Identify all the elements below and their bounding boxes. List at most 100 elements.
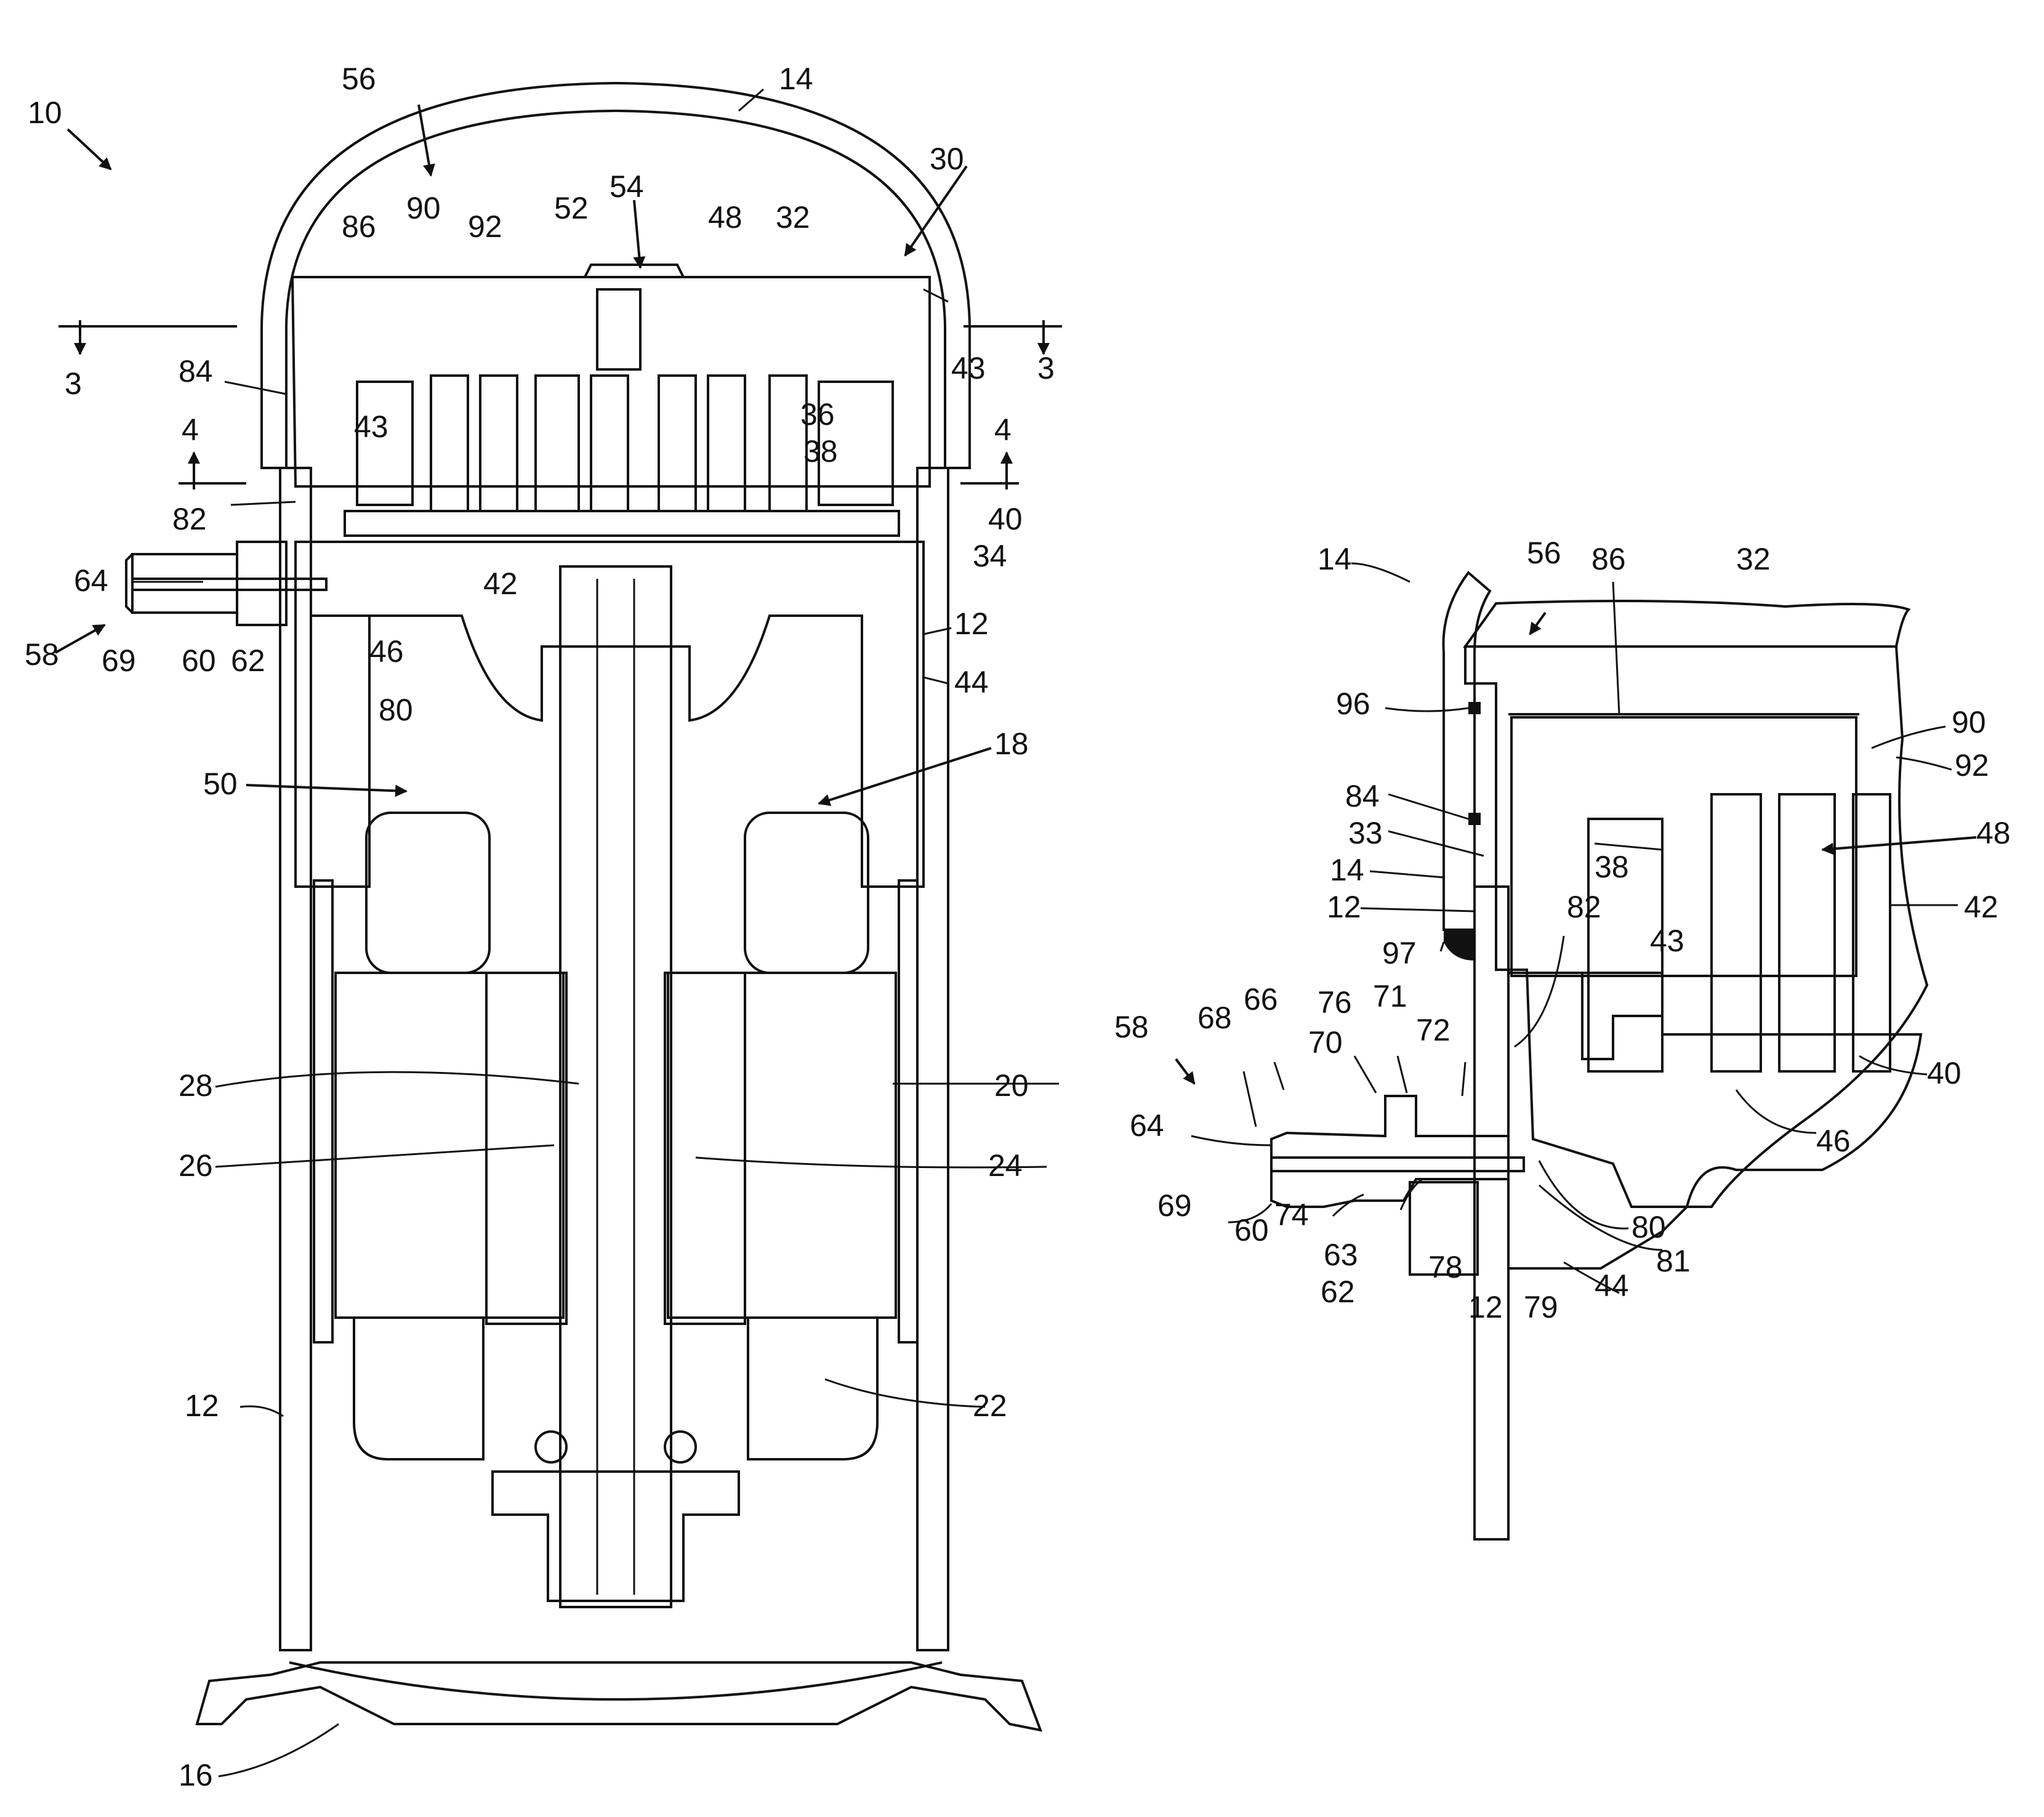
discharge-passage — [597, 289, 640, 369]
detail-fitting-body — [1271, 1096, 1508, 1207]
ref-48: 48 — [708, 200, 742, 235]
d-ref-72: 72 — [1416, 1013, 1451, 1047]
lower-bearing — [493, 1472, 739, 1601]
ref-43-left: 43 — [354, 409, 388, 444]
ref-54: 54 — [610, 169, 644, 204]
ref-20: 20 — [994, 1068, 1029, 1103]
detail-bearing-housing — [1508, 973, 1921, 1268]
d-ref-43: 43 — [1650, 924, 1684, 958]
ref-92: 92 — [468, 209, 502, 244]
ref-10: 10 — [28, 95, 62, 130]
base — [197, 1662, 1040, 1730]
ref-69: 69 — [102, 643, 136, 678]
d-ref-97: 97 — [1382, 936, 1417, 970]
d-ref-14: 14 — [1318, 542, 1352, 576]
lower-windings — [354, 1318, 877, 1459]
d-ref-80: 80 — [1632, 1210, 1666, 1244]
ref-30: 30 — [930, 142, 964, 176]
d-ref-92: 92 — [1955, 748, 1989, 783]
d-ref-64: 64 — [1130, 1108, 1164, 1143]
discharge-valve — [585, 265, 683, 277]
d-ref-48: 48 — [1976, 816, 2011, 850]
section-4-right: 4 — [994, 413, 1012, 447]
ref-40: 40 — [988, 502, 1023, 536]
detail-seal-84 — [1468, 813, 1481, 825]
d-ref-96: 96 — [1336, 687, 1370, 721]
ref-36: 36 — [800, 397, 835, 432]
ref-18: 18 — [994, 727, 1029, 761]
d-ref-38: 38 — [1595, 850, 1629, 884]
d-ref-90: 90 — [1952, 705, 1986, 739]
ref-80: 80 — [379, 693, 413, 727]
detail-shell — [1475, 887, 1508, 1539]
ref-46: 46 — [369, 634, 404, 669]
ref-24: 24 — [988, 1148, 1023, 1183]
orbiting-end-plate — [345, 511, 899, 536]
main-figure: 10 14 56 30 54 52 48 32 90 92 86 3 3 84 … — [25, 62, 1062, 1792]
d-ref-12: 12 — [1327, 890, 1361, 924]
ref-14: 14 — [779, 62, 813, 96]
section-lines — [58, 320, 1062, 490]
ref-43-right: 43 — [951, 351, 986, 385]
upper-windings — [366, 813, 868, 973]
ref-86: 86 — [342, 209, 376, 244]
ref-26: 26 — [179, 1148, 213, 1183]
d-ref-58: 58 — [1114, 1010, 1149, 1044]
d-ref-33: 33 — [1348, 816, 1383, 850]
stator — [336, 973, 896, 1318]
d-ref-12b: 12 — [1468, 1290, 1503, 1324]
d-ref-63: 63 — [1324, 1238, 1358, 1272]
detail-non-orbiting-scroll — [1465, 601, 1927, 1207]
d-ref-42: 42 — [1964, 890, 1998, 924]
d-ref-84: 84 — [1345, 779, 1380, 813]
detail-passage-64 — [1271, 1158, 1524, 1171]
section-3-right: 3 — [1037, 351, 1055, 385]
bolt-right — [899, 880, 917, 1342]
d-ref-40: 40 — [1927, 1056, 1962, 1090]
d-ref-68: 68 — [1197, 1001, 1232, 1035]
section-3-left: 3 — [65, 366, 82, 401]
d-ref-86: 86 — [1591, 542, 1626, 576]
ref-50: 50 — [203, 767, 238, 801]
ref-22: 22 — [973, 1388, 1007, 1423]
ref-12-top: 12 — [954, 606, 989, 641]
ref-84: 84 — [179, 354, 213, 389]
d-ref-44: 44 — [1595, 1268, 1629, 1303]
d-ref-76: 76 — [1318, 985, 1352, 1020]
d-ref-78: 78 — [1428, 1250, 1463, 1284]
d-ref-32: 32 — [1736, 542, 1771, 576]
d-ref-62: 62 — [1321, 1275, 1355, 1309]
ref-56: 56 — [342, 62, 376, 96]
ref-58: 58 — [25, 637, 59, 672]
ref-60: 60 — [182, 643, 216, 678]
d-ref-81: 81 — [1656, 1244, 1691, 1278]
ref-82: 82 — [172, 502, 207, 536]
rotor — [486, 973, 745, 1324]
housing-left-leg — [311, 616, 369, 887]
d-ref-14b: 14 — [1330, 853, 1364, 887]
bolt-left — [314, 880, 332, 1342]
detail-seal-96 — [1468, 702, 1481, 714]
ref-38: 38 — [803, 434, 838, 469]
d-ref-56: 56 — [1527, 536, 1561, 570]
ref-62: 62 — [231, 643, 265, 678]
ref-44: 44 — [954, 665, 989, 699]
detail-figure: 14 56 86 32 96 90 92 84 48 33 38 14 42 1… — [1114, 536, 2011, 1539]
d-ref-82: 82 — [1567, 890, 1601, 924]
d-ref-71: 71 — [1373, 979, 1407, 1013]
ref-12-bottom: 12 — [185, 1388, 219, 1423]
d-ref-74: 74 — [1274, 1198, 1309, 1232]
ref-28: 28 — [179, 1068, 213, 1103]
d-ref-60: 60 — [1234, 1213, 1269, 1247]
crankshaft — [560, 566, 671, 1607]
ref-16: 16 — [179, 1758, 213, 1792]
d-ref-69: 69 — [1157, 1188, 1192, 1223]
d-ref-79: 79 — [1524, 1290, 1558, 1324]
detail-weld-97 — [1444, 930, 1475, 961]
d-ref-66: 66 — [1244, 982, 1278, 1017]
detail-cap — [1444, 573, 1491, 930]
ref-64: 64 — [74, 563, 108, 598]
ref-90: 90 — [406, 191, 441, 225]
section-4-left: 4 — [182, 413, 199, 447]
